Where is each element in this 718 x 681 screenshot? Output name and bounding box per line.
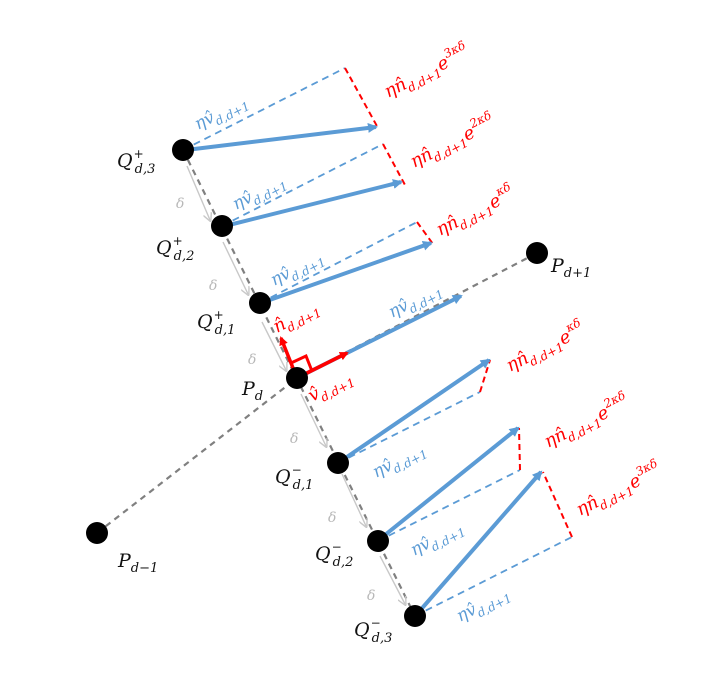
right-angle-marker <box>290 353 314 372</box>
label-red-n-1plus: ηn̂d,d+1eκδ <box>431 180 519 244</box>
delta-label: δ <box>290 431 298 447</box>
arrow-q1plus <box>263 240 433 304</box>
label-q-minus-3: Q−d,3 <box>354 616 392 646</box>
arrow-q2minus <box>378 426 520 541</box>
point-p-prev <box>86 522 108 544</box>
label-red-n-1minus: ηn̂d,d+1eκδ <box>501 316 589 380</box>
delta-arrow <box>341 473 366 526</box>
delta-label: δ <box>328 510 336 526</box>
delta-label: δ <box>248 352 256 368</box>
red-dashed-normals <box>344 67 573 538</box>
red-dash-1plus <box>416 221 434 245</box>
delta-arrow <box>222 241 248 294</box>
delta-arrow <box>186 165 210 220</box>
delta-arrow <box>379 555 405 604</box>
delta-arrow <box>300 393 326 446</box>
label-blue-vec: ηv̂d,d+1 <box>267 247 328 293</box>
red-dash-2minus <box>518 427 521 471</box>
blue-dashed-vectors <box>182 67 573 617</box>
blue-solid-arrows <box>185 122 543 616</box>
delta-label: δ <box>176 196 184 212</box>
dashed-vec-q3plus <box>182 67 346 151</box>
label-red-n-3minus: ηn̂d,d+1e3κδ <box>571 456 666 523</box>
label-q-plus-3: Q+d,3 <box>117 147 155 177</box>
dashed-vec-q2plus <box>221 143 384 227</box>
point-q-minus-1 <box>327 452 349 474</box>
label-v-hat: v̂d,d+1 <box>305 366 358 409</box>
delta-label: δ <box>367 588 375 604</box>
red-dash-3plus <box>344 67 379 129</box>
label-p-next: Pd+1 <box>550 255 591 281</box>
segment-pprev-pd <box>96 377 298 534</box>
label-red-n-3plus: ηn̂d,d+1e3κδ <box>379 38 474 105</box>
dashed-vec-q1plus <box>259 221 418 304</box>
arrow-q2plus <box>224 179 403 228</box>
red-dash-2plus <box>382 143 406 186</box>
label-q-plus-2: Q+d,2 <box>156 234 194 264</box>
point-q-plus-1 <box>249 292 271 314</box>
delta-step-arrows <box>186 165 405 604</box>
label-blue-vec: ηv̂d,d+1 <box>369 439 430 485</box>
label-red-n-2plus: ηn̂d,d+1e2κδ <box>405 108 500 175</box>
point-p-next <box>526 242 548 264</box>
label-q-minus-1: Q−d,1 <box>275 463 313 493</box>
point-q-plus-3 <box>172 139 194 161</box>
dashed-vec-q1minus <box>337 391 481 464</box>
red-dash-3minus <box>542 471 573 538</box>
arrow-q1minus <box>339 358 491 463</box>
dashed-vec-q3minus <box>414 536 573 617</box>
points <box>86 139 548 627</box>
label-q-minus-2: Q−d,2 <box>315 540 353 570</box>
label-p-prev: Pd−1 <box>117 550 158 576</box>
delta-label: δ <box>209 278 217 294</box>
label-q-plus-1: Q+d,1 <box>197 308 235 338</box>
blue-vector-labels: ηv̂d,d+1 ηv̂d,d+1 ηv̂d,d+1 ηv̂d,d+1 ηv̂d… <box>191 91 514 629</box>
label-p-d: Pd <box>241 378 263 404</box>
point-q-minus-2 <box>367 530 389 552</box>
red-dash-1minus <box>479 359 491 393</box>
arrow-q3minus <box>415 470 543 616</box>
arrow-q3plus <box>185 122 378 152</box>
point-labels: Pd−1 Pd Pd+1 Q+d,3 Q+d,2 Q+d,1 Q−d,1 Q−d… <box>117 147 591 646</box>
label-red-n-2minus: ηn̂d,d+1e2κδ <box>539 388 634 455</box>
label-blue-vec: ηv̂d,d+1 <box>453 583 514 629</box>
dashed-vec-q2minus <box>377 469 521 542</box>
delta-arrow <box>261 321 286 370</box>
label-blue-vec: ηv̂d,d+1 <box>407 517 468 563</box>
point-p-d <box>286 367 308 389</box>
point-q-minus-3 <box>404 605 426 627</box>
label-blue-vec: ηv̂d,d+1 <box>191 91 252 137</box>
point-q-plus-2 <box>211 215 233 237</box>
label-n-hat: n̂d,d+1 <box>270 297 324 340</box>
delta-labels: δ δ δ δ δ δ <box>176 196 375 604</box>
